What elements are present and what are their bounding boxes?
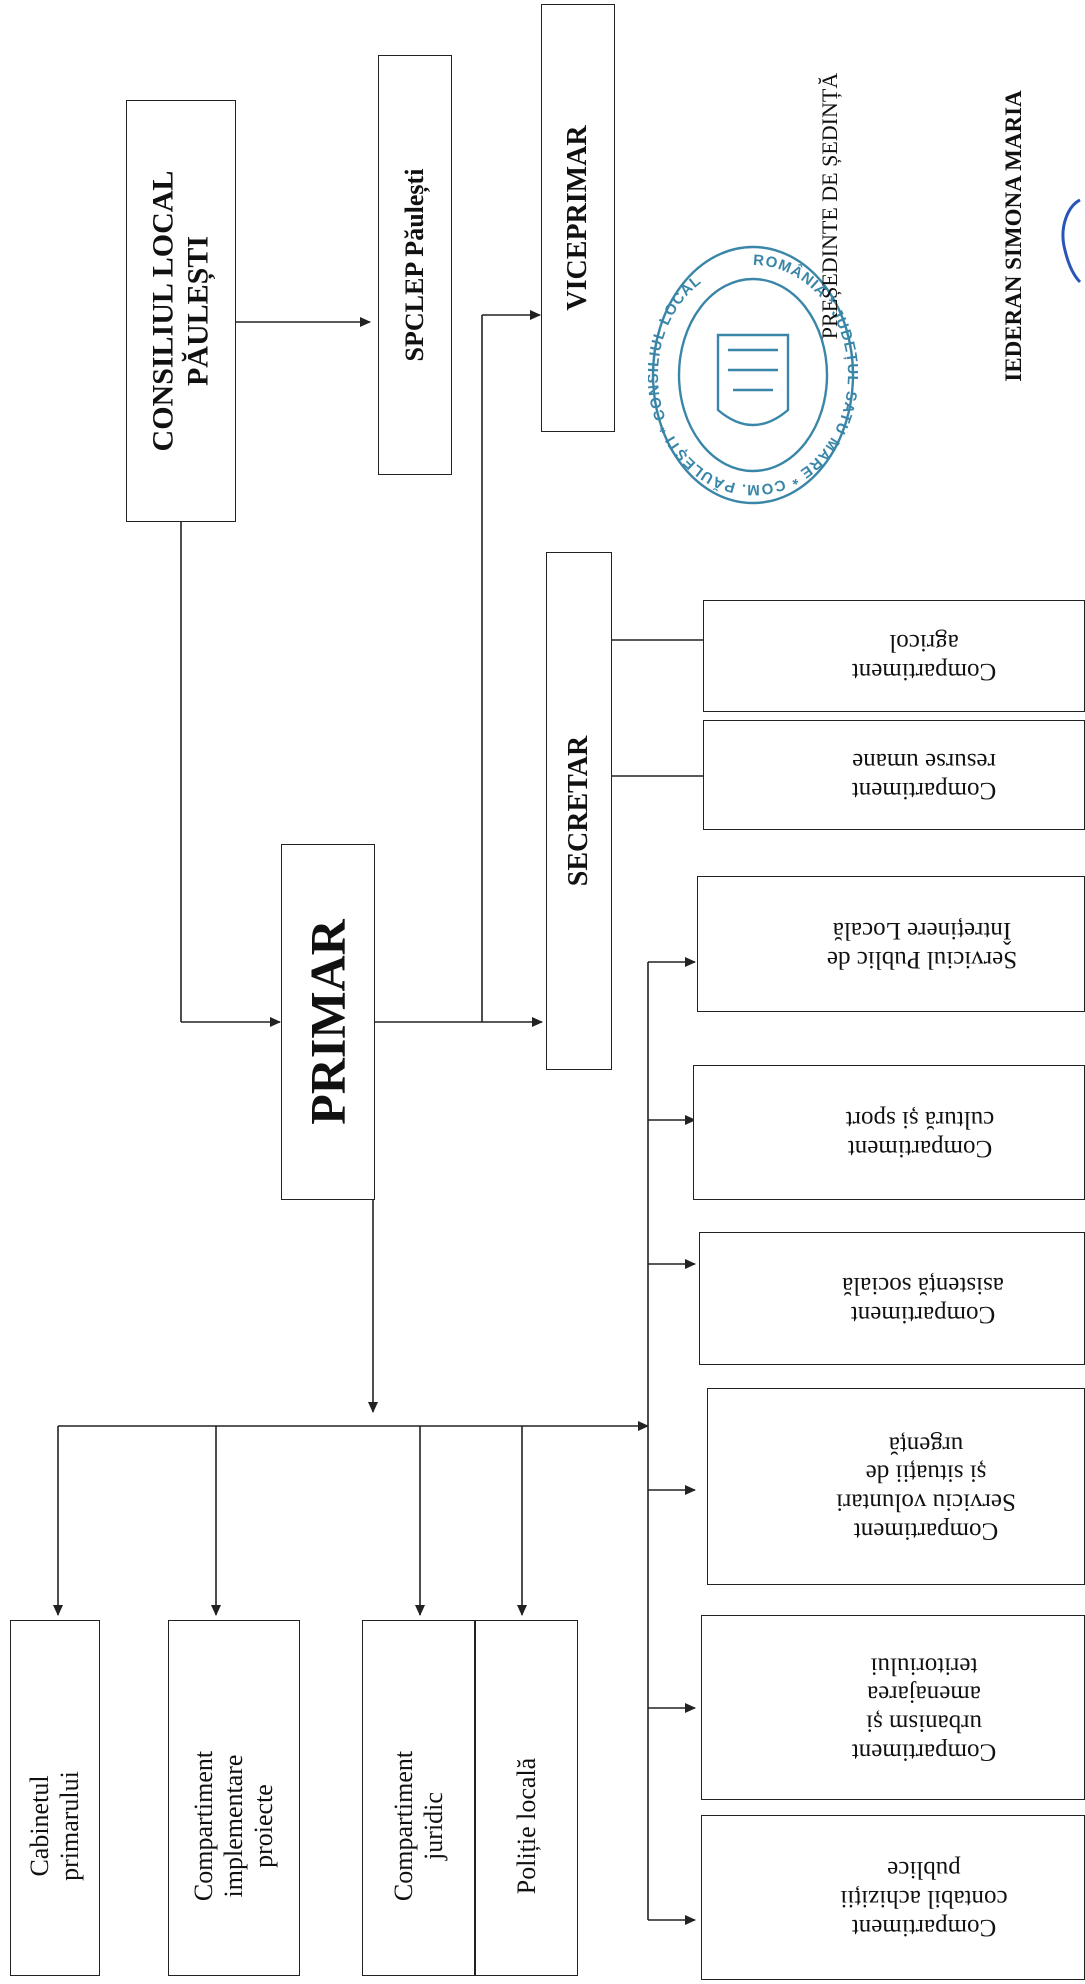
node-comp-juridic: Compartiment juridic bbox=[362, 1620, 475, 1976]
node-comp-achizitii-label: Compartiment contabil achiziții publice bbox=[839, 1856, 1008, 1941]
node-spclep-label: SPCLEP Păulești bbox=[400, 168, 430, 362]
node-comp-implementare-label: Compartiment implementare proiecte bbox=[189, 1751, 278, 1902]
node-cabinet: Cabinetul primarului bbox=[10, 1620, 100, 1976]
node-comp-asistenta: Compartiment asistență socială bbox=[699, 1232, 1085, 1365]
node-comp-juridic-label: Compartiment juridic bbox=[388, 1751, 448, 1902]
node-comp-agricol-label: Compartiment agricol bbox=[852, 629, 997, 685]
node-comp-implementare: Compartiment implementare proiecte bbox=[168, 1620, 300, 1976]
node-secretar-label: SECRETAR bbox=[562, 735, 594, 887]
node-viceprimar: VICEPRIMAR bbox=[541, 4, 615, 432]
node-spclep: SPCLEP Păulești bbox=[378, 55, 452, 475]
node-primar: PRIMAR bbox=[281, 844, 375, 1200]
node-comp-urbanism-label: Compartiment urbanism și amenajarea teri… bbox=[851, 1651, 996, 1765]
node-comp-urbanism: Compartiment urbanism și amenajarea teri… bbox=[701, 1615, 1085, 1800]
node-consiliul-local-label: CONSILIUL LOCAL PĂULEȘTI bbox=[146, 170, 215, 452]
node-cabinet-label: Cabinetul primarului bbox=[25, 1771, 84, 1882]
council-seal: ROMÂNIA * JUDEȚUL SATU MARE * COM. PĂULE… bbox=[648, 245, 858, 505]
node-comp-asistenta-label: Compartiment asistență socială bbox=[841, 1271, 1004, 1328]
node-politie-label: Poliție locală bbox=[511, 1758, 541, 1895]
node-serviciul-public-label: Serviciul Public de Întreținere Locală bbox=[826, 917, 1017, 973]
node-comp-agricol: Compartiment agricol bbox=[703, 600, 1085, 712]
node-comp-cultura: Compartiment cultură și sport bbox=[693, 1065, 1085, 1200]
node-viceprimar-label: VICEPRIMAR bbox=[561, 125, 593, 311]
node-politie: Poliție locală bbox=[475, 1620, 578, 1976]
handwritten-signature bbox=[1061, 198, 1082, 284]
node-primar-label: PRIMAR bbox=[299, 919, 356, 1125]
signature-role: PREȘEDINTE DE ȘEDINȚĂ bbox=[817, 72, 842, 340]
node-comp-voluntari: Compartiment Serviciu voluntari și situa… bbox=[707, 1388, 1085, 1585]
node-comp-resurse: Compartiment resurse umane bbox=[703, 720, 1085, 830]
node-comp-resurse-label: Compartiment resurse umane bbox=[852, 748, 997, 804]
node-comp-achizitii: Compartiment contabil achiziții publice bbox=[701, 1815, 1085, 1980]
node-comp-cultura-label: Compartiment cultură și sport bbox=[845, 1105, 995, 1162]
node-comp-voluntari-label: Compartiment Serviciu voluntari și situa… bbox=[836, 1430, 1016, 1544]
signature-name: IEDERAN SIMONA MARIA bbox=[1001, 90, 1026, 382]
node-serviciul-public: Serviciul Public de Întreținere Locală bbox=[697, 876, 1085, 1012]
node-consiliul-local: CONSILIUL LOCAL PĂULEȘTI bbox=[126, 100, 236, 522]
node-secretar: SECRETAR bbox=[546, 552, 612, 1070]
